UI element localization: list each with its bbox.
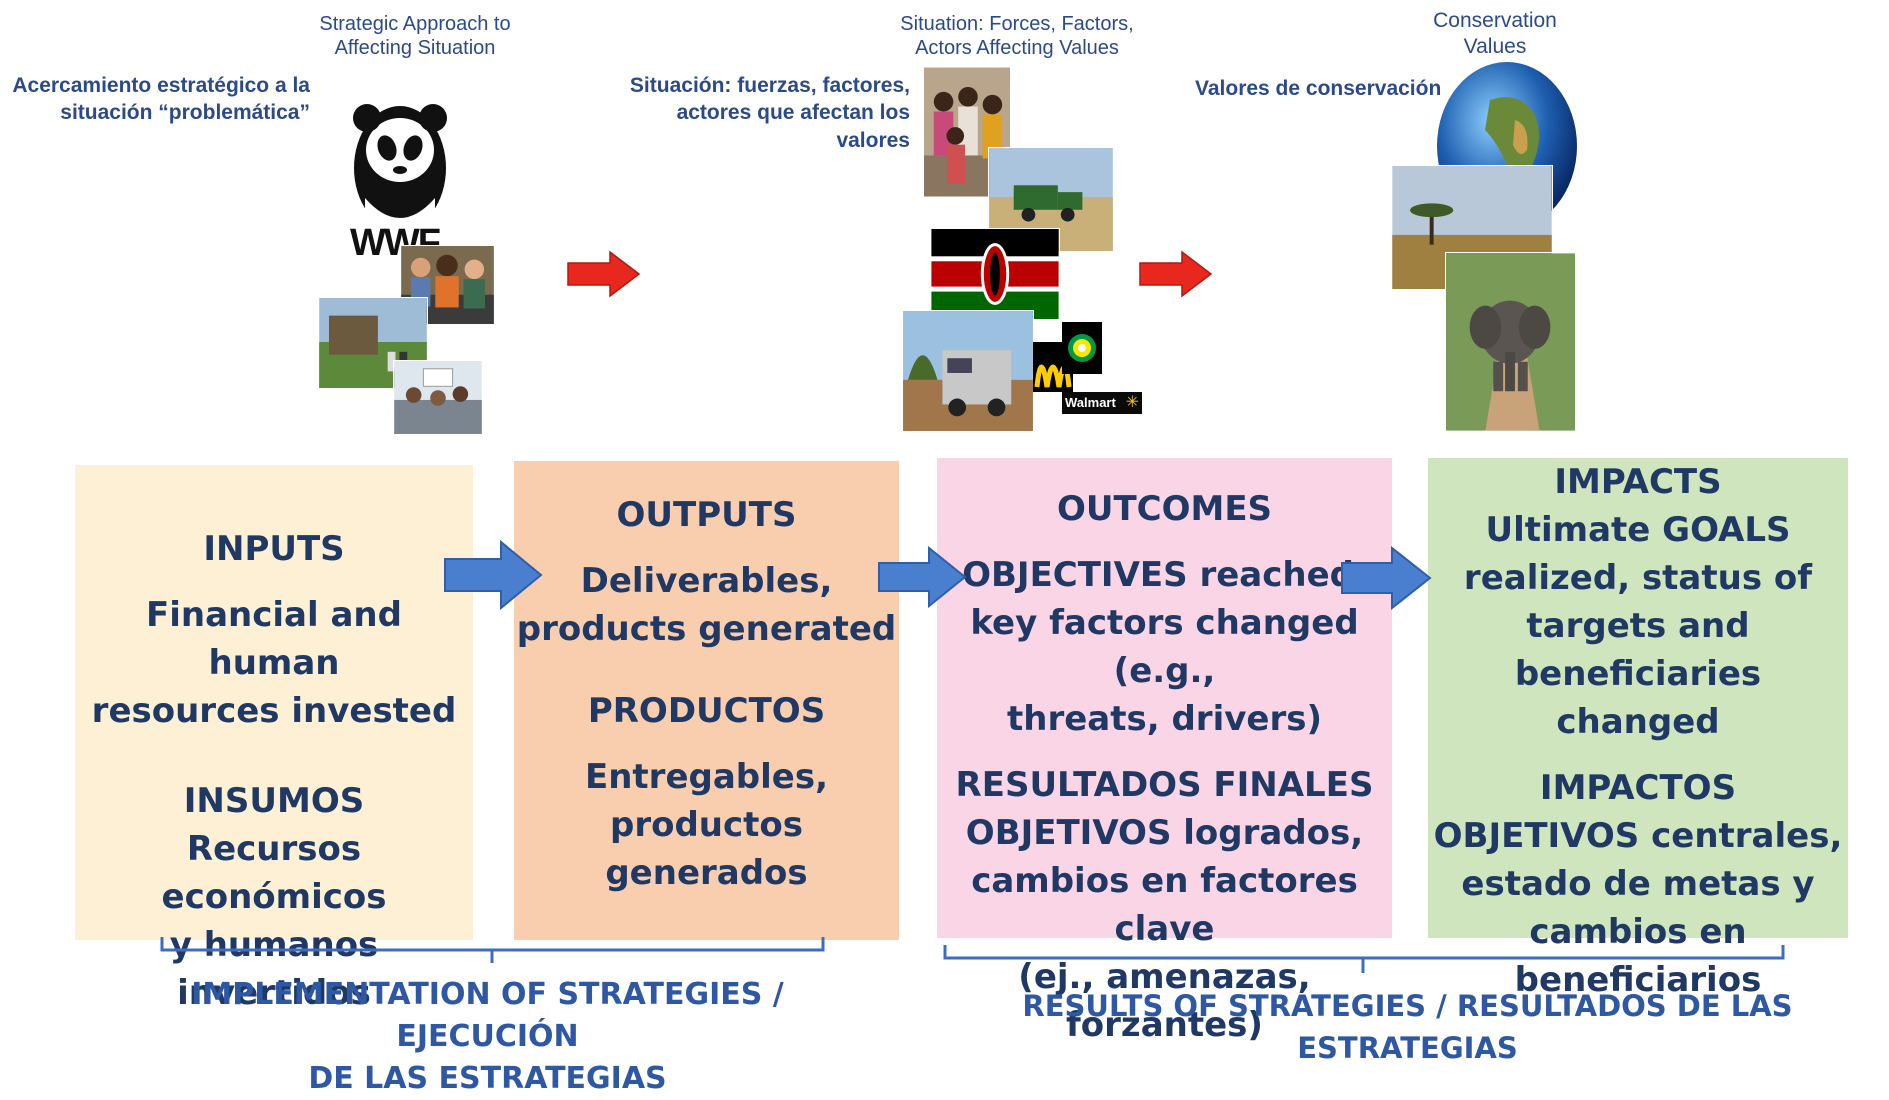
label-conservation-values-en: Conservation Values xyxy=(1433,9,1557,58)
kenya-flag-image xyxy=(930,228,1060,320)
bp-logo xyxy=(1062,322,1102,374)
red-arrow-right-icon xyxy=(1139,250,1213,298)
wwf-panda-logo xyxy=(353,104,447,238)
blue-arrow-right-icon xyxy=(1341,546,1432,610)
label-situation-en: Situation: Forces, Factors, Actors Affec… xyxy=(900,13,1134,60)
productos-title: PRODUCTOS xyxy=(587,691,826,731)
outcomes-title: OUTCOMES xyxy=(1056,489,1273,529)
meeting-photo xyxy=(393,360,483,435)
blue-arrow-right-icon xyxy=(878,546,967,608)
walmart-spark-icon: ✳ xyxy=(1125,392,1139,411)
insumos-description: Recursos económicos y humanos invertidos xyxy=(161,829,387,1013)
label-strategic-approach-en: Strategic Approach to Affecting Situatio… xyxy=(319,13,511,60)
safari-truck-photo xyxy=(902,310,1034,432)
outputs-box: OUTPUTS Deliverables, products generated… xyxy=(514,461,899,940)
implementation-bracket xyxy=(160,937,825,963)
walmart-logo: Walmart ✳ xyxy=(1062,392,1142,414)
inputs-box: INPUTS Financial and human resources inv… xyxy=(75,465,473,1013)
red-arrow-right-icon xyxy=(567,250,641,298)
inputs-title: INPUTS xyxy=(203,529,345,569)
label-strategic-approach-es: Acercamiento estratégico a la situación … xyxy=(12,74,310,125)
elephant-photo xyxy=(1445,252,1576,432)
results-label: RESULTS OF STRATEGIES / RESULTADOS DE LA… xyxy=(1022,989,1793,1065)
insumos-title: INSUMOS xyxy=(183,781,365,821)
outputs-title: OUTPUTS xyxy=(616,495,797,535)
outcomes-description: OBJECTIVES reached, key factors changed … xyxy=(962,555,1367,739)
impactos-title: IMPACTOS xyxy=(1539,768,1737,808)
outcomes-box: OUTCOMES OBJECTIVES reached, key factors… xyxy=(937,458,1392,1045)
blue-arrow-right-icon xyxy=(444,540,543,610)
impacts-box: IMPACTS Ultimate GOALS realized, status … xyxy=(1428,458,1848,1000)
label-conservation-values-es: Valores de conservación xyxy=(1195,77,1442,100)
inputs-description: Financial and human resources invested xyxy=(91,595,457,731)
impacts-description: Ultimate GOALS realized, status of targe… xyxy=(1463,510,1813,742)
productos-description: Entregables, productos generados xyxy=(585,757,828,893)
label-situation-es: Situación: fuerzas, factores, actores qu… xyxy=(629,74,910,152)
impacts-title: IMPACTS xyxy=(1554,462,1722,502)
outputs-description: Deliverables, products generated xyxy=(516,561,897,649)
resultados-finales-title: RESULTADOS FINALES xyxy=(955,765,1374,805)
resultados-finales-description: OBJETIVOS logrados, cambios en factores … xyxy=(965,813,1364,1045)
implementation-label: IMPLEMENTATION OF STRATEGIES / EJECUCIÓN… xyxy=(191,977,784,1096)
impactos-description: OBJETIVOS centrales, estado de metas y c… xyxy=(1433,816,1843,1000)
results-bracket xyxy=(943,945,1785,973)
